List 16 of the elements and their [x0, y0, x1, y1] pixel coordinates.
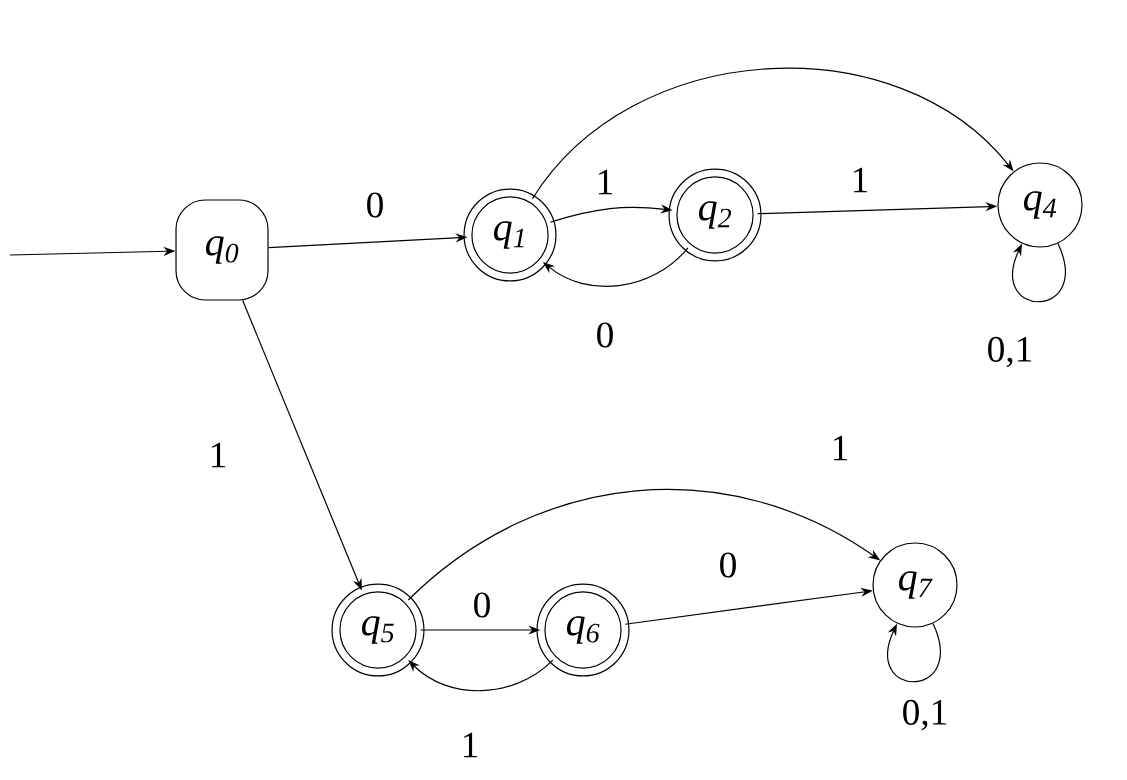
- edge-label: 0,1: [899, 697, 951, 733]
- edge-label: 0: [363, 189, 387, 221]
- edge-label: 1: [206, 440, 230, 470]
- edge-label: 0,1: [984, 334, 1036, 370]
- arrow: [531, 68, 1014, 200]
- edge-label: 1: [458, 730, 482, 760]
- arrow: [408, 659, 554, 692]
- edge-label: 0: [716, 549, 740, 581]
- edge-label: 1: [828, 433, 852, 463]
- edge-label: 1: [593, 167, 617, 197]
- edge-label: 0: [470, 589, 494, 621]
- state-box: q$_{0}$: [175, 199, 269, 301]
- edge-label: 0: [593, 319, 617, 351]
- edge-label: 1: [848, 165, 872, 195]
- arrow: [1012, 243, 1066, 303]
- arrow: [887, 623, 941, 683]
